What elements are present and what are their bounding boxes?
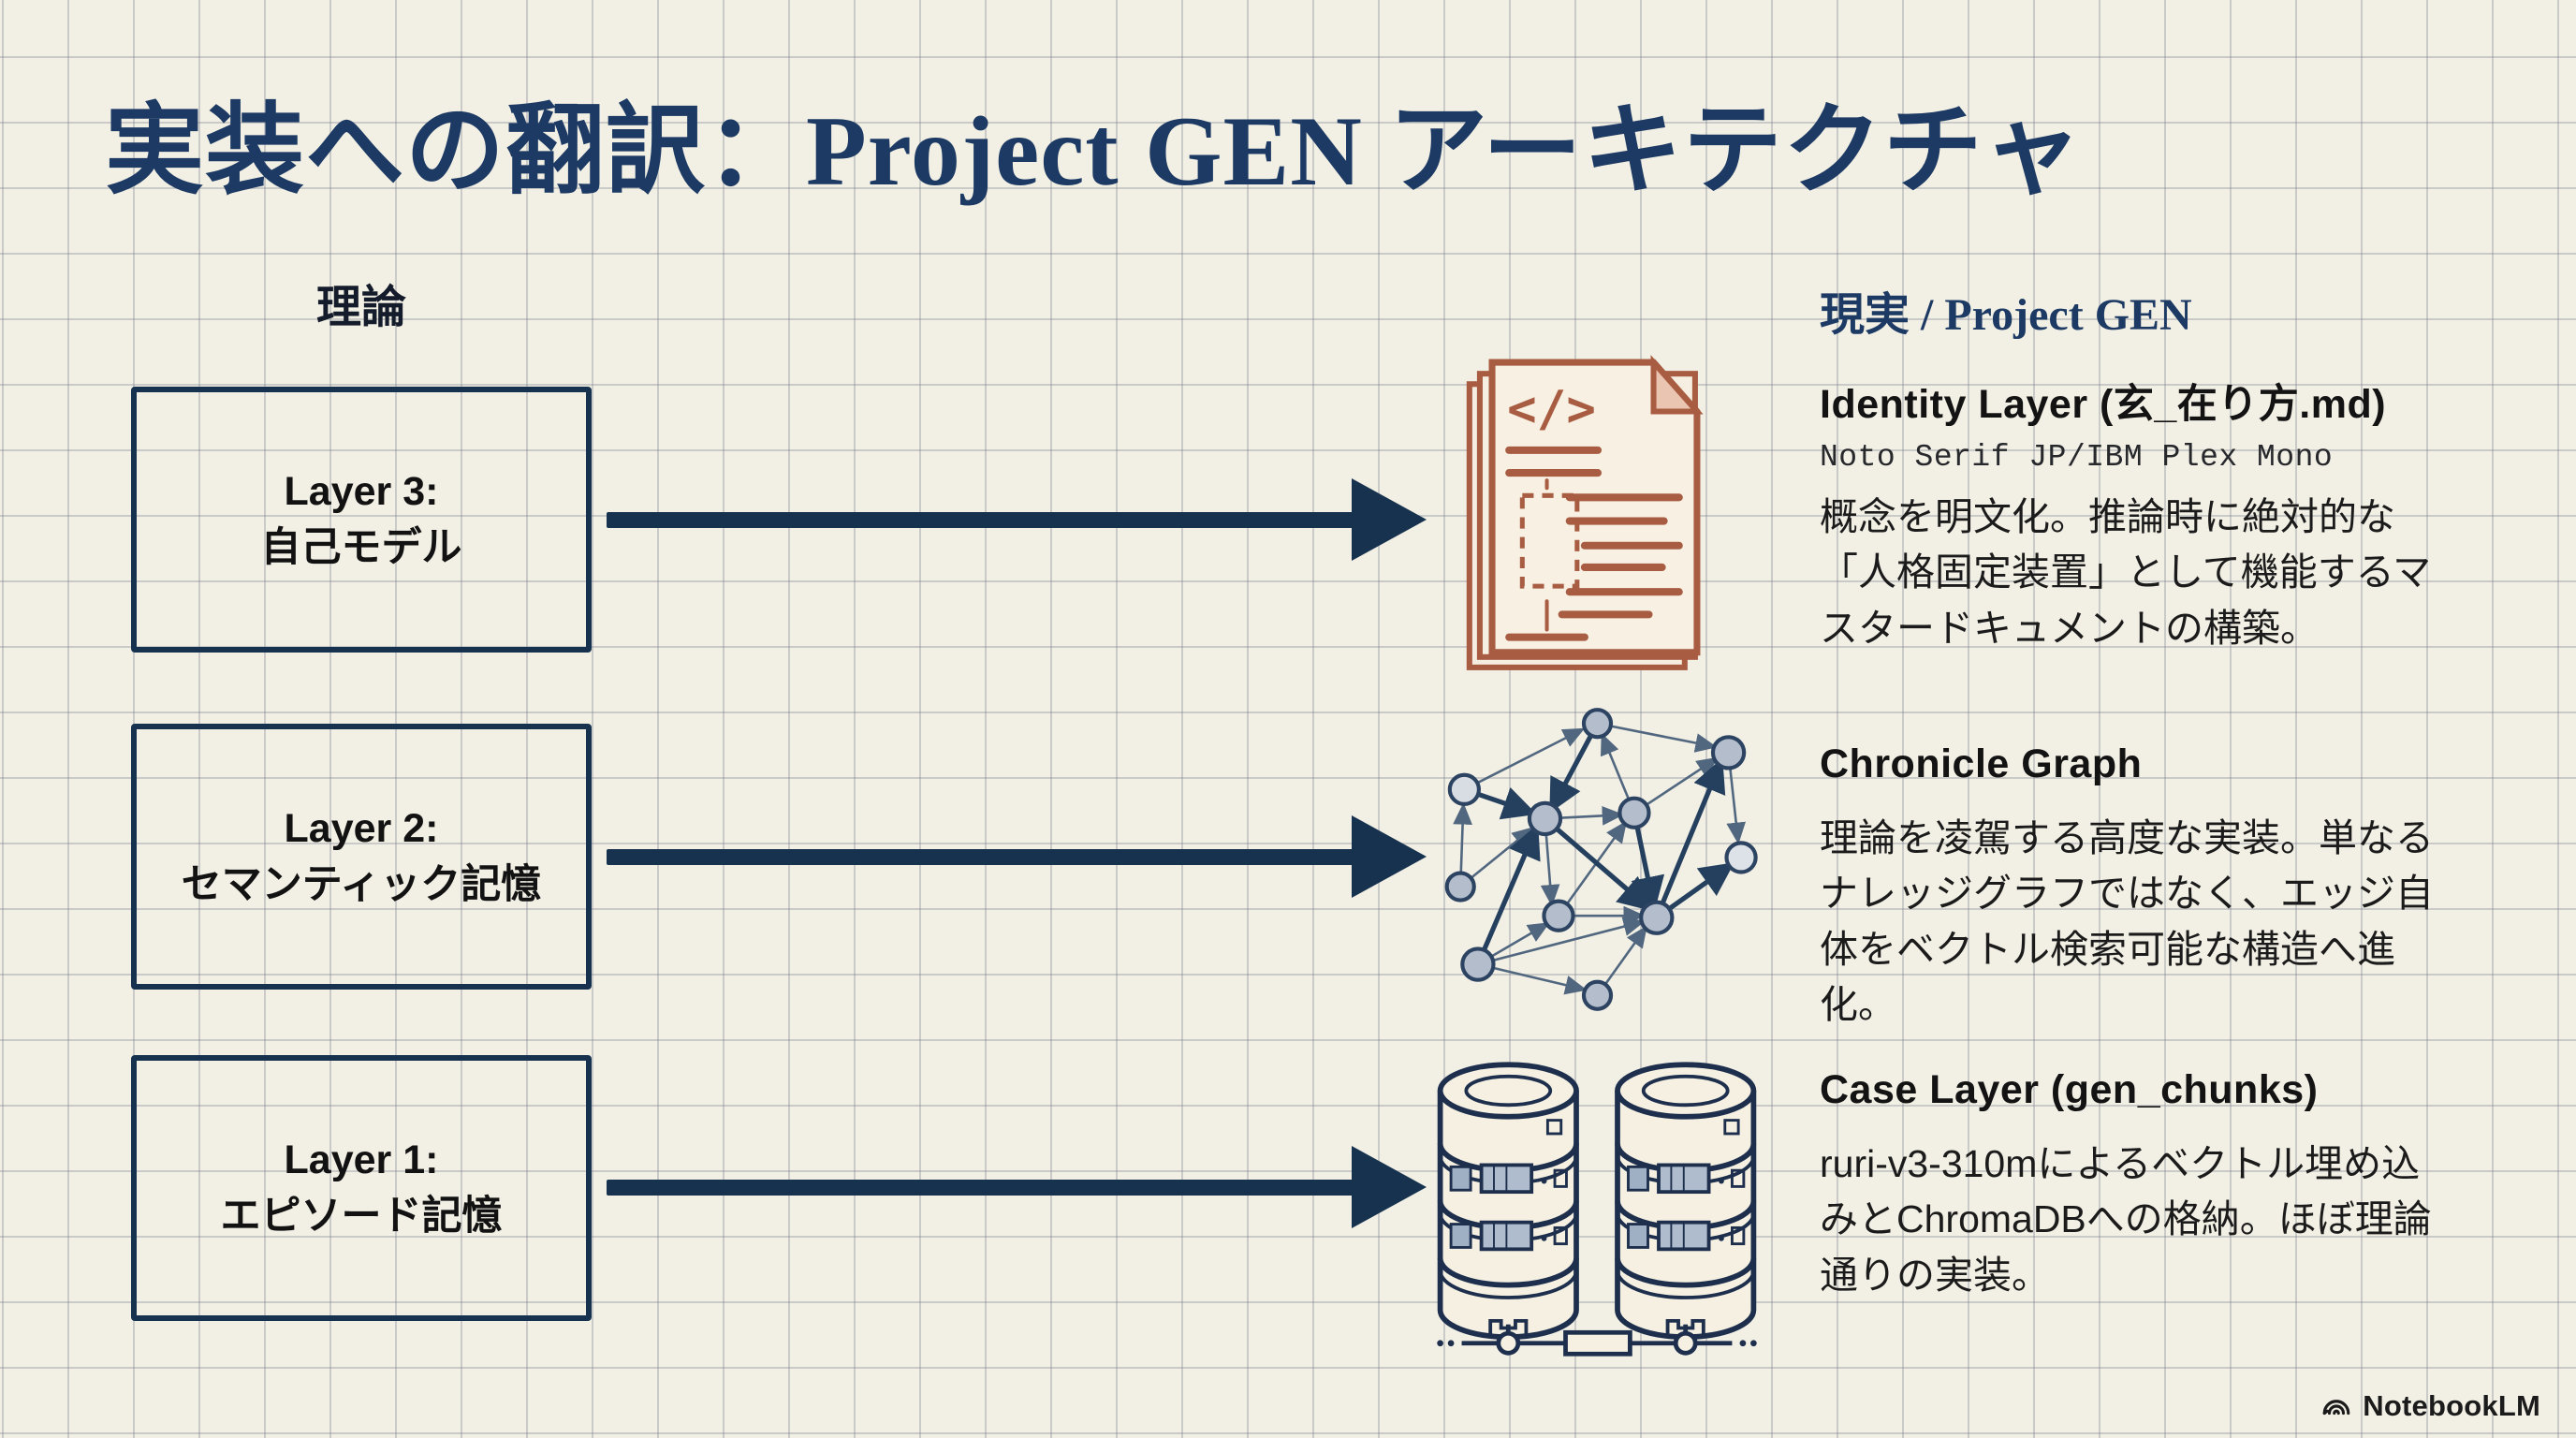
page-title: 実装への翻訳：Project GEN アーキテクチャ bbox=[105, 96, 2083, 206]
theory-box-layer1: Layer 1: エピソード記憶 bbox=[131, 1055, 592, 1321]
arrow-head-icon bbox=[1352, 478, 1427, 561]
theory-box-layer1-line2: エピソード記憶 bbox=[220, 1194, 503, 1239]
reality-item-chronicle-graph: Chronicle Graph 理論を凌駕する高度な実装。単なるナレッジグラフで… bbox=[1820, 740, 2540, 1033]
reality-item-body: 理論を凌駕する高度な実装。単なるナレッジグラフではなく、エッジ自体をベクトル検索… bbox=[1820, 816, 2434, 1026]
theory-box-layer2-line2: セマンティック記憶 bbox=[181, 862, 542, 907]
reality-item-heading: Case Layer (gen_chunks) bbox=[1820, 1067, 2319, 1112]
theory-box-layer3-line1: Layer 3: bbox=[284, 468, 439, 514]
theory-box-layer3-line2: 自己モデル bbox=[260, 525, 462, 570]
theory-box-layer3: Layer 3: 自己モデル bbox=[131, 387, 592, 653]
theory-box-layer2-line1: Layer 2: bbox=[284, 805, 439, 851]
arrow-shaft bbox=[607, 512, 1355, 528]
reality-item-identity-layer: Identity Layer (玄_在り方.md) Noto Serif JP/… bbox=[1820, 380, 2540, 656]
column-header-theory: 理論 bbox=[315, 283, 406, 332]
svg-text:</>: </> bbox=[1507, 381, 1596, 438]
reality-item-body: ruri-v3-310mによるベクトル埋め込みとChromaDBへの格納。ほぼ理… bbox=[1820, 1142, 2432, 1297]
notebooklm-label: NotebookLM bbox=[2363, 1389, 2540, 1422]
reality-item-subheading: Noto Serif JP/IBM Plex Mono bbox=[1820, 440, 2334, 476]
column-header-reality-jp: 現実 bbox=[1820, 290, 1910, 340]
arrow-layer2-to-graph bbox=[607, 814, 1430, 899]
arrow-head-icon bbox=[1352, 1146, 1427, 1228]
theory-box-layer1-line1: Layer 1: bbox=[284, 1137, 439, 1182]
arrow-layer1-to-case bbox=[607, 1145, 1430, 1229]
arrow-shaft bbox=[607, 1180, 1355, 1196]
arrow-shaft bbox=[607, 849, 1355, 865]
reality-item-heading: Chronicle Graph bbox=[1820, 741, 2143, 786]
code-document-stack-icon: </> bbox=[1460, 354, 1732, 680]
column-header-reality: 現実 / Project GEN bbox=[1820, 277, 2192, 343]
knowledge-graph-icon bbox=[1434, 704, 1786, 1015]
theory-box-layer2: Layer 2: セマンティック記憶 bbox=[131, 724, 592, 990]
column-header-reality-en: / Project GEN bbox=[1910, 290, 2192, 340]
arrow-head-icon bbox=[1352, 815, 1427, 898]
arrow-layer3-to-identity bbox=[607, 477, 1430, 562]
reality-item-heading: Identity Layer (玄_在り方.md) bbox=[1820, 382, 2387, 427]
reality-item-case-layer: Case Layer (gen_chunks) ruri-v3-310mによるベ… bbox=[1820, 1065, 2540, 1303]
reality-item-body: 概念を明文化。推論時に絶対的な「人格固定装置」として機能するマスタードキュメント… bbox=[1820, 495, 2432, 650]
notebooklm-logo-icon bbox=[2322, 1400, 2350, 1416]
notebooklm-badge: NotebookLM bbox=[2320, 1389, 2540, 1423]
database-cluster-icon bbox=[1421, 1050, 1773, 1359]
